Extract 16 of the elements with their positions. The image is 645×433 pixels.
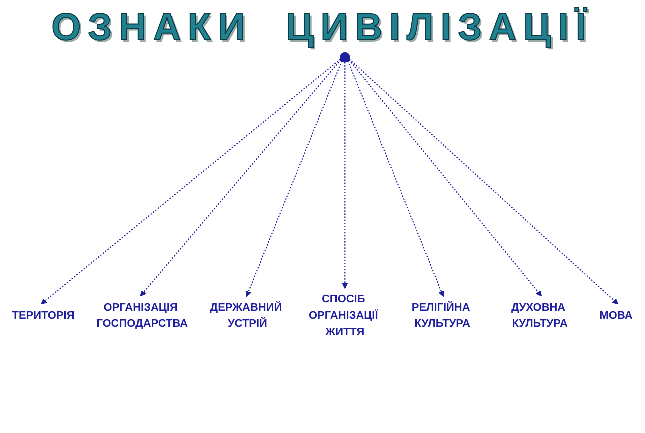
arrow	[348, 60, 542, 297]
node-text: ДЕРЖАВНИЙ УСТРІЙ	[210, 302, 282, 330]
node-text: ТЕРИТОРІЯ	[12, 310, 75, 322]
node-text: ОРГАНІЗАЦІЯ ГОСПОДАРСТВА	[96, 302, 188, 330]
node-text: СПОСІБ ОРГАНІЗАЦІЇ ЖИТТЯ	[309, 294, 378, 338]
arrow	[348, 61, 444, 298]
node-text: МОВА	[600, 310, 633, 322]
node-text: ДУХОВНА КУЛЬТУРА	[511, 302, 568, 330]
arrow	[140, 60, 342, 297]
title: ОЗНАКИ ЦИВІЛІЗАЦІЇ	[50, 6, 594, 50]
node-text: РЕЛІГІЙНА КУЛЬТУРА	[412, 302, 470, 330]
arrow	[342, 62, 348, 290]
arrow	[41, 58, 342, 305]
node-circle	[340, 52, 350, 63]
arrow	[246, 61, 343, 298]
arrow	[349, 59, 619, 305]
